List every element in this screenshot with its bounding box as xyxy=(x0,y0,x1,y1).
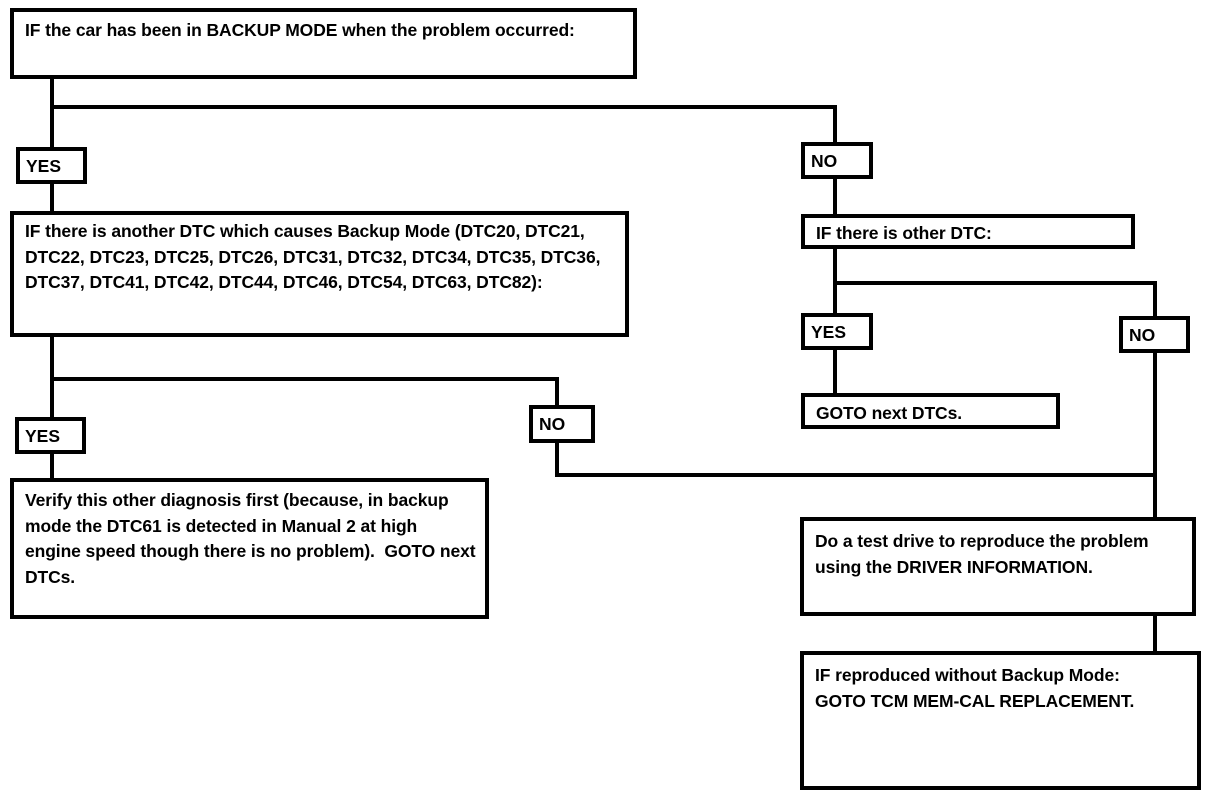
node-test-drive-text: Do a test drive to reproduce the problem… xyxy=(815,531,1154,577)
edge-another-dtc-branch-bar xyxy=(50,377,559,381)
label-no-other-dtc-text: NO xyxy=(1129,324,1156,345)
node-other-dtc-question-text: IF there is other DTC: xyxy=(816,223,992,243)
node-verify-other-diagnosis: Verify this other diagnosis first (becau… xyxy=(10,478,489,619)
node-root-question-text: IF the car has been in BACKUP MODE when … xyxy=(25,20,575,40)
edge-another-dtc-stub xyxy=(50,336,54,381)
edge-yes3-to-goto xyxy=(833,349,837,394)
node-another-dtc-question: IF there is another DTC which causes Bac… xyxy=(10,211,629,337)
node-another-dtc-question-text: IF there is another DTC which causes Bac… xyxy=(25,221,606,292)
node-root-question: IF the car has been in BACKUP MODE when … xyxy=(10,8,637,79)
label-no-backup-mode: NO xyxy=(801,142,873,179)
edge-yes2-to-verify xyxy=(50,450,54,480)
label-yes-backup-mode: YES xyxy=(16,147,87,184)
label-yes-other-dtc: YES xyxy=(801,313,873,350)
label-no-another-dtc-text: NO xyxy=(539,414,566,434)
node-other-dtc-question: IF there is other DTC: xyxy=(801,214,1135,249)
edge-no2-down xyxy=(555,441,559,477)
node-verify-other-diagnosis-text-emphasis: next DTCs. xyxy=(25,541,481,587)
edge-no3-to-test-drive xyxy=(1153,350,1157,520)
edge-another-dtc-to-no2 xyxy=(555,377,559,407)
edge-yes1-to-another-dtc xyxy=(50,183,54,213)
node-reproduced-without-backup-text: IF reproduced without Backup Mode: GOTO … xyxy=(815,665,1135,711)
edge-root-branch-bar xyxy=(50,105,837,109)
edge-other-dtc-to-yes3 xyxy=(833,281,837,316)
node-goto-next-dtcs: GOTO next DTCs. xyxy=(801,393,1060,429)
edge-no2-across xyxy=(555,473,1157,477)
node-reproduced-without-backup-text-emphasis: TCM MEM-CAL REPLACEMENT. xyxy=(870,690,1135,711)
edge-test-drive-to-final xyxy=(1153,615,1157,653)
node-test-drive-text-emphasis: DRIVER INFORMATION. xyxy=(896,556,1093,577)
label-no-another-dtc: NO xyxy=(529,405,595,443)
edge-root-to-yes1 xyxy=(50,105,54,150)
node-reproduced-without-backup: IF reproduced without Backup Mode: GOTO … xyxy=(800,651,1201,790)
edge-no1-to-other-dtc xyxy=(833,178,837,216)
label-yes-other-dtc-text: YES xyxy=(811,321,847,342)
node-goto-next-dtcs-text: GOTO next DTCs. xyxy=(816,403,963,423)
edge-other-dtc-stub xyxy=(833,248,837,288)
node-verify-other-diagnosis-text: Verify this other diagnosis first (becau… xyxy=(25,490,481,587)
label-yes-backup-mode-text: YES xyxy=(26,155,62,176)
label-no-other-dtc: NO xyxy=(1119,316,1190,353)
edge-another-dtc-to-yes2 xyxy=(50,377,54,420)
node-test-drive: Do a test drive to reproduce the problem… xyxy=(800,517,1196,616)
edge-other-dtc-to-no3 xyxy=(1153,281,1157,319)
label-yes-another-dtc: YES xyxy=(15,417,86,454)
edge-other-dtc-branch-bar xyxy=(833,281,1157,285)
label-yes-another-dtc-text: YES xyxy=(25,425,61,446)
edge-root-stub xyxy=(50,78,54,109)
node-goto-next-dtcs-text-emphasis: next DTCs. xyxy=(871,403,963,423)
label-no-backup-mode-text: NO xyxy=(811,150,838,171)
edge-root-to-no1 xyxy=(833,105,837,145)
